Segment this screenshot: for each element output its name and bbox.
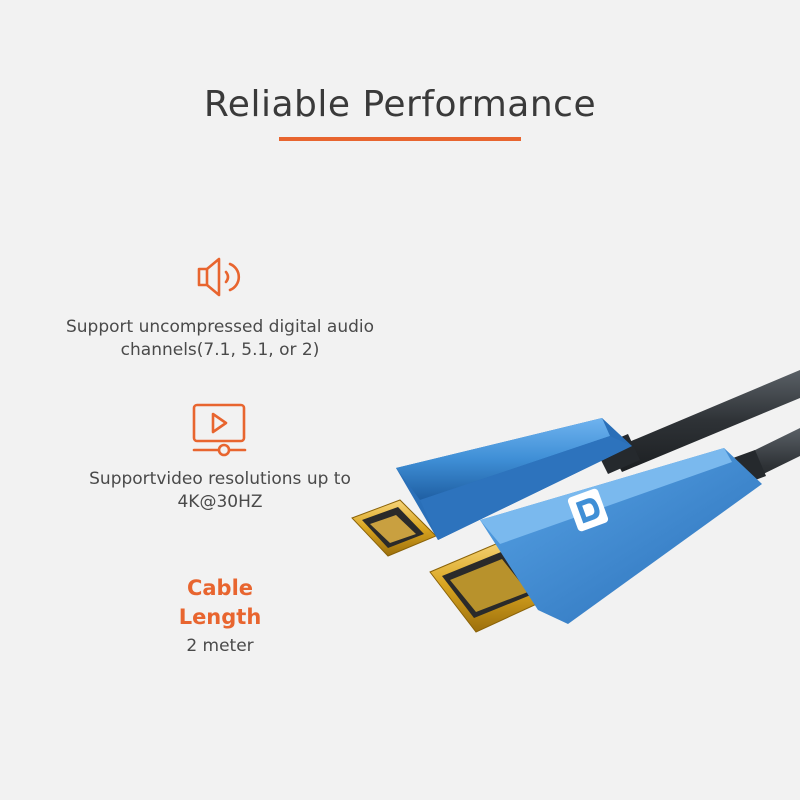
title-underline xyxy=(279,137,521,141)
speaker-icon xyxy=(60,252,380,306)
cable-length: Cable Length 2 meter xyxy=(120,574,320,656)
feature-audio-text: Support uncompressed digital audio chann… xyxy=(65,317,375,360)
feature-video: Supportvideo resolutions up to 4K@30HZ xyxy=(60,402,380,514)
feature-audio: Support uncompressed digital audio chann… xyxy=(60,252,380,362)
cable-product-image xyxy=(351,370,800,633)
cable-length-label: Cable Length xyxy=(178,576,262,629)
feature-video-text: Supportvideo resolutions up to 4K@30HZ xyxy=(89,469,351,512)
video-play-icon xyxy=(60,402,380,462)
page-title: Reliable Performance xyxy=(203,84,597,125)
cable-length-value: 2 meter xyxy=(186,636,254,656)
